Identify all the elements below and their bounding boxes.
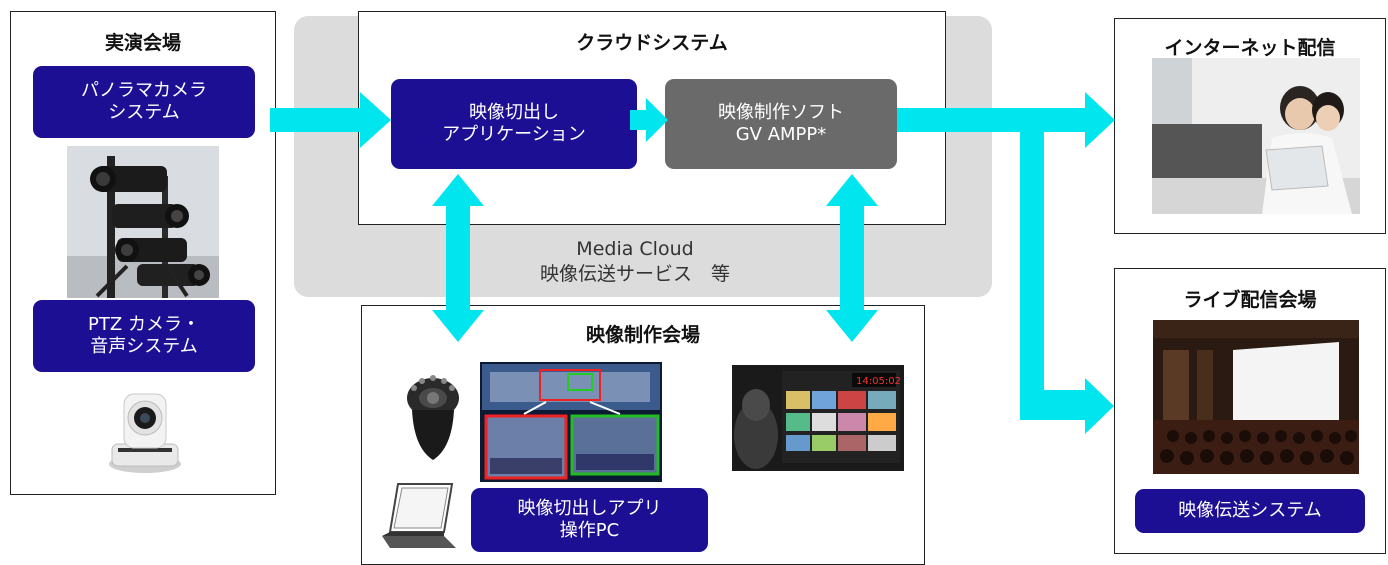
venue-title: 実演会場 <box>104 32 181 54</box>
control-room-image: 14:05:02 <box>732 365 904 471</box>
svg-text:14:05:02: 14:05:02 <box>856 376 901 387</box>
cloud-system-title: クラウドシステム <box>576 32 728 54</box>
media-cloud-line1: Media Cloud <box>576 238 694 260</box>
panorama-camera-system-label: パノラマカメラ システム <box>33 66 255 138</box>
media-cloud-line2: 映像伝送サービス 等 <box>539 262 730 285</box>
video-transmission-system-label: 映像伝送システム <box>1135 489 1365 533</box>
jog-controller-image <box>407 375 459 460</box>
theater-image <box>1153 320 1359 474</box>
family-viewing-image <box>1152 58 1360 214</box>
video-production-software-box: 映像制作ソフト GV AMPP* <box>665 79 897 169</box>
panorama-camera-rig-image <box>67 146 219 298</box>
media-cloud-label: Media Cloud 映像伝送サービス 等 <box>470 237 800 286</box>
crop-app-operation-pc-label: 映像切出しアプリ 操作PC <box>471 488 708 552</box>
ptz-camera-image <box>109 393 181 473</box>
live-venue-title: ライブ配信会場 <box>1183 289 1317 311</box>
crop-application-box: 映像切出し アプリケーション <box>391 79 637 169</box>
internet-distribution-title: インターネット配信 <box>1164 37 1336 59</box>
crop-multiview-screen-image <box>480 362 662 482</box>
production-venue-title: 映像制作会場 <box>585 324 700 346</box>
laptop-icon <box>382 483 456 548</box>
ptz-camera-audio-system-label: PTZ カメラ・ 音声システム <box>33 300 255 372</box>
